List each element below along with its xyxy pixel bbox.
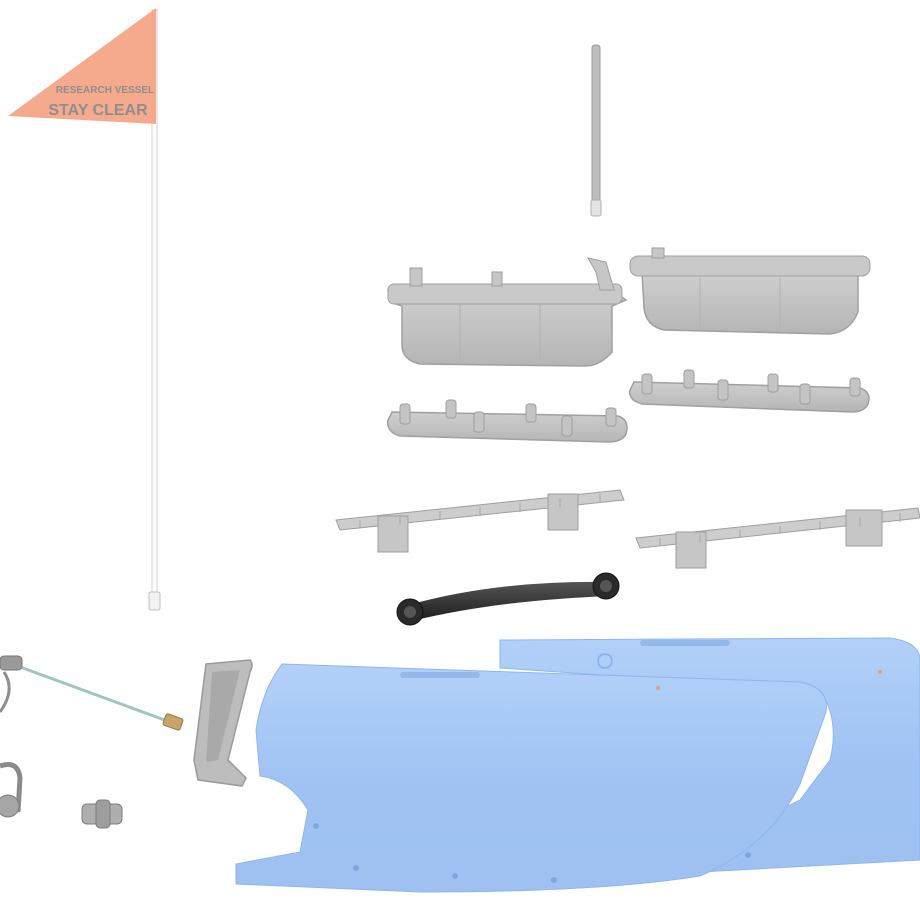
flag-line-1: RESEARCH VESSEL [56,85,154,96]
connector-hose [0,762,23,818]
mounting-rail-left [387,399,628,443]
pontoon-hull-rear [499,637,920,873]
flag-line-2: STAY CLEAR [48,102,148,119]
bolt-fitting [81,799,123,829]
flag-pole-base [148,591,161,611]
safety-flag [8,8,156,124]
crossbar-tube [396,572,620,626]
pontoon-hull-front [235,663,827,893]
electronics-enclosure-left [387,257,628,367]
antenna [590,44,602,217]
cross-bracket-left [335,489,625,553]
transom-bracket [193,659,253,787]
sensor-cable [0,655,184,731]
cross-bracket-right [635,507,920,569]
safety-flag-assembly: RESEARCH VESSEL STAY CLEAR [8,8,161,611]
electronics-enclosure-right [629,247,871,335]
mounting-rail-right [629,369,870,413]
